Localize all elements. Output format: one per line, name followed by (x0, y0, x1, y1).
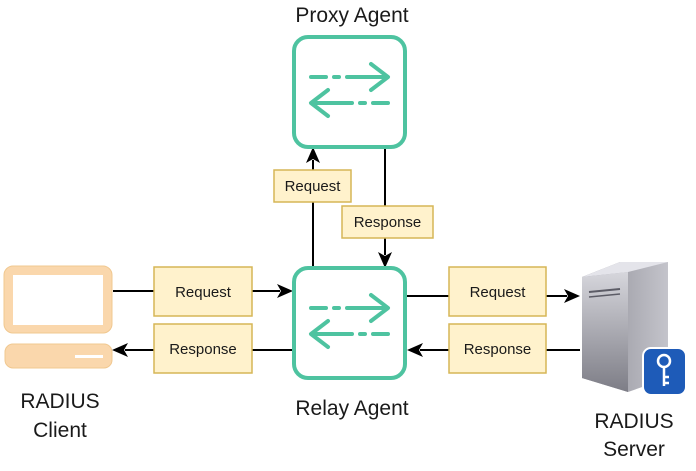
radius-server-node: RADIUS Server (582, 262, 687, 461)
arrowhead-up-proxy (306, 147, 320, 163)
radius-server-label-line2: Server (603, 438, 665, 461)
svg-text:Request: Request (285, 178, 342, 195)
radius-server-label-line1: RADIUS (594, 410, 673, 433)
proxy-agent-box (292, 35, 407, 149)
svg-text:Request: Request (175, 284, 232, 301)
message-relay-to-proxy: Request (273, 169, 352, 203)
proxy-agent-label: Proxy Agent (295, 4, 408, 27)
radius-client-node: RADIUS Client (3, 265, 113, 442)
svg-text:Request: Request (470, 284, 527, 301)
message-client-to-relay: Request (153, 266, 253, 317)
message-relay-to-server: Request (448, 266, 547, 317)
relay-agent-label: Relay Agent (295, 397, 408, 420)
message-server-to-relay: Response (448, 323, 547, 374)
arrowhead-left-client (112, 343, 128, 357)
relay-agent-node: Relay Agent (292, 266, 409, 420)
message-proxy-to-relay: Response (341, 205, 434, 239)
message-labels: Request Response Request Response Reques… (153, 169, 547, 374)
arrowhead-down-relay (378, 252, 392, 268)
svg-text:Response: Response (354, 214, 422, 231)
bidirectional-arrows-icon (309, 62, 390, 118)
arrowhead-right-relay (277, 284, 293, 298)
computer-icon (3, 265, 113, 369)
message-relay-to-client: Response (153, 323, 253, 374)
radius-client-label-line1: RADIUS (20, 390, 99, 413)
radius-client-label-line2: Client (33, 419, 87, 442)
arrowhead-left-relay (407, 343, 423, 357)
proxy-agent-node: Proxy Agent (292, 4, 409, 149)
svg-text:Response: Response (169, 341, 237, 358)
svg-text:Response: Response (464, 341, 532, 358)
relay-agent-box (292, 266, 407, 380)
arrowhead-right-server (564, 289, 580, 303)
bidirectional-arrows-icon (309, 293, 390, 349)
server-key-icon (582, 262, 687, 396)
